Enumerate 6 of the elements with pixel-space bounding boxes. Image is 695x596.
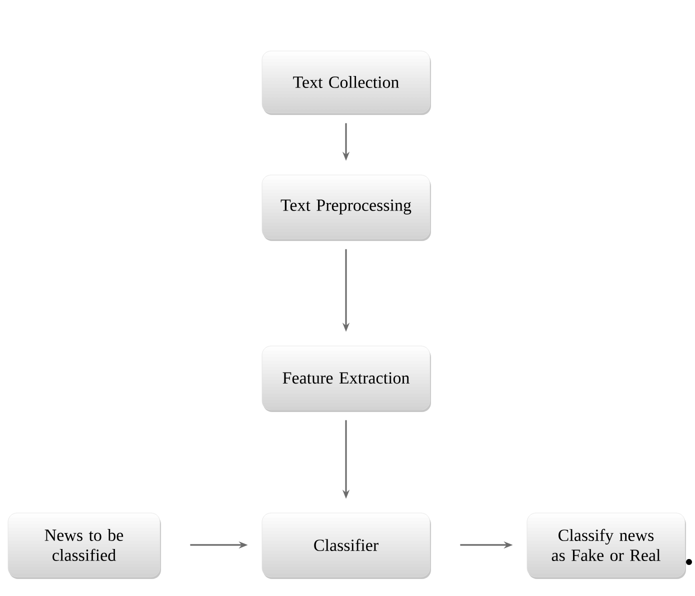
process-box: Text Preprocessing xyxy=(262,174,431,241)
process-box: Classify news as Fake or Real xyxy=(526,512,686,579)
process-box: News to be classified xyxy=(8,512,161,579)
process-box: Feature Extraction xyxy=(262,346,431,412)
process-box: Classifier xyxy=(262,512,431,579)
process-box: Text Collection xyxy=(262,50,431,115)
